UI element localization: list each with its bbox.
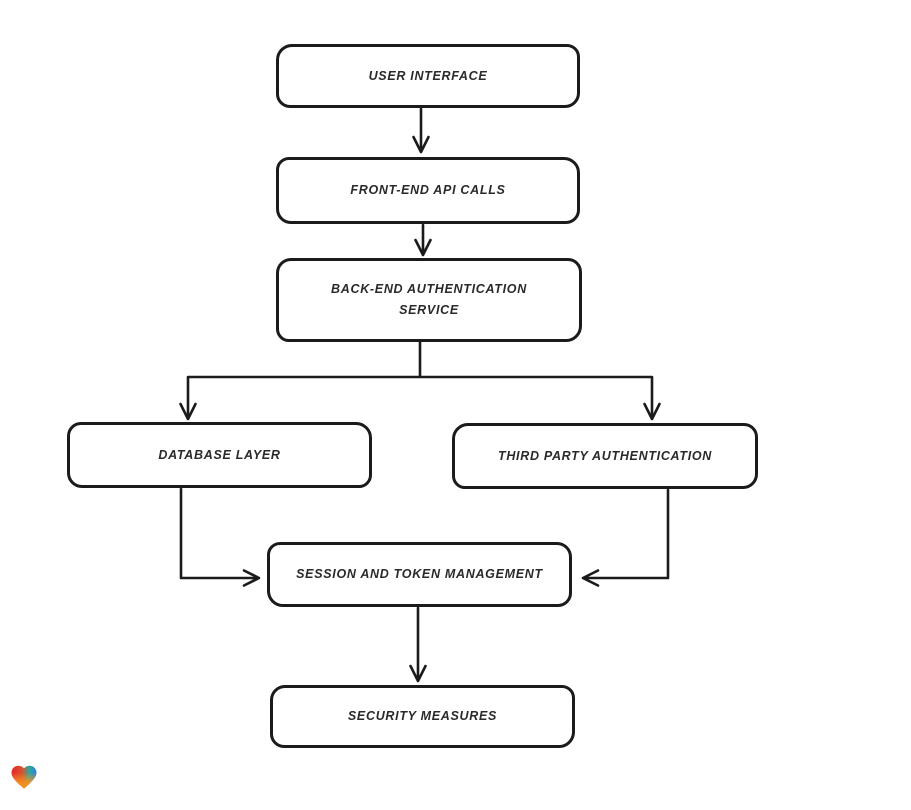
- node-database-layer-label: DATABASE LAYER: [158, 447, 281, 462]
- node-third-party-authentication-label: THIRD PARTY AUTHENTICATION: [497, 448, 713, 463]
- node-user-interface-label: USER INTERFACE: [368, 68, 488, 83]
- edge-database-layer-to-session-and-token-management: [179, 487, 261, 587]
- node-session-and-token-management[interactable]: SESSION AND TOKEN MANAGEMENT: [267, 542, 572, 607]
- node-session-and-token-management-label: SESSION AND TOKEN MANAGEMENT: [296, 567, 543, 582]
- node-back-end-authentication-service-label: BACK-END AUTHENTICATION SERVICE: [331, 282, 527, 317]
- arrowhead-to-database-layer: [179, 402, 197, 421]
- gradient-heart-logo-icon[interactable]: [9, 762, 39, 792]
- arrowhead-to-third-party-authentication: [643, 402, 661, 421]
- node-security-measures-label: SECURITY MEASURES: [347, 709, 498, 724]
- edge-session-and-token-management-to-security-measures: [409, 606, 427, 683]
- edge-front-end-api-calls-to-back-end-authentication-service: [414, 223, 432, 257]
- node-back-end-authentication-service[interactable]: BACK-END AUTHENTICATION SERVICE: [276, 258, 582, 342]
- edge-back-end-authentication-service-branch: [186, 340, 654, 420]
- node-third-party-authentication[interactable]: THIRD PARTY AUTHENTICATION: [452, 423, 758, 489]
- node-front-end-api-calls[interactable]: FRONT-END API CALLS: [276, 157, 580, 224]
- node-database-layer[interactable]: DATABASE LAYER: [67, 422, 372, 488]
- node-user-interface[interactable]: USER INTERFACE: [276, 44, 580, 108]
- node-front-end-api-calls-label: FRONT-END API CALLS: [350, 183, 506, 198]
- node-security-measures[interactable]: SECURITY MEASURES: [270, 685, 575, 748]
- edge-user-interface-to-front-end-api-calls: [412, 107, 430, 154]
- edge-third-party-authentication-to-session-and-token-management: [581, 488, 670, 587]
